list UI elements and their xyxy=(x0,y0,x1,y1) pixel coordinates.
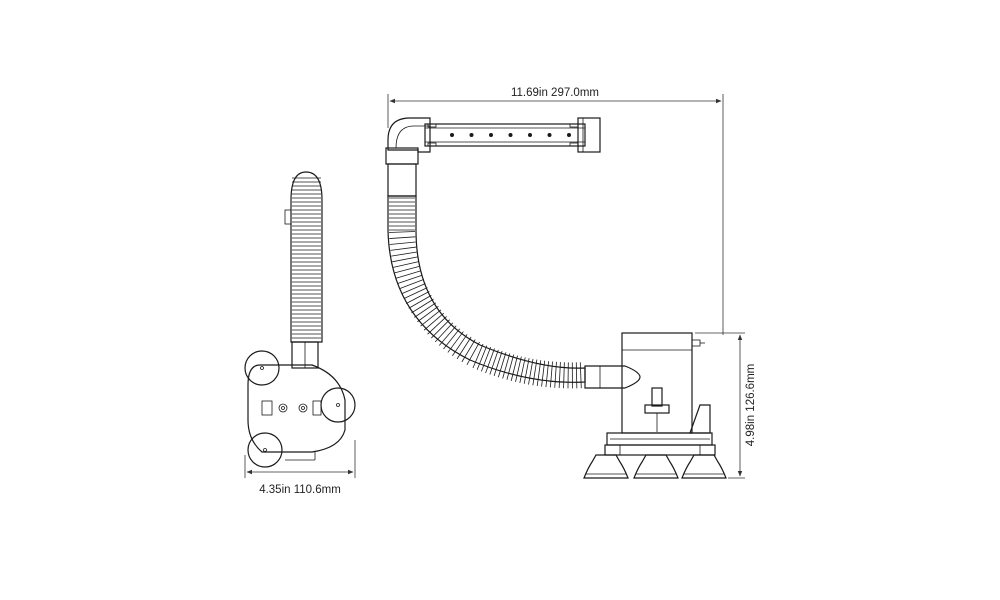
elbow-fitting xyxy=(385,117,431,165)
height-dimension-label: 4.98in 126.6mm xyxy=(745,364,757,446)
side-view: 4.35in 110.6mm xyxy=(244,171,356,496)
front-view: 11.69in 297.0mm 4.98in 126.6mm xyxy=(385,87,757,479)
width-dimension: 11.69in 297.0mm xyxy=(387,87,724,335)
depth-dimension: 4.35in 110.6mm xyxy=(244,440,356,496)
side-view-suction-cup-top xyxy=(244,350,280,386)
side-view-hose xyxy=(284,171,323,343)
side-view-suction-cup-right xyxy=(320,387,356,423)
hose-nozzle xyxy=(584,365,641,389)
front-view-hose xyxy=(387,195,586,389)
width-dimension-label: 11.69in 297.0mm xyxy=(511,87,599,99)
front-view-suction-cup-left xyxy=(583,454,629,479)
side-view-connector xyxy=(291,341,319,369)
front-view-suction-cup-right xyxy=(681,454,727,479)
side-view-suction-cup-bottom xyxy=(247,432,283,468)
front-view-suction-cup-middle xyxy=(633,454,679,479)
depth-dimension-label: 4.35in 110.6mm xyxy=(259,484,341,496)
height-dimension: 4.98in 126.6mm xyxy=(695,332,757,479)
spray-bar xyxy=(424,117,601,153)
front-view-connector xyxy=(387,163,417,197)
side-view-base xyxy=(247,364,346,461)
